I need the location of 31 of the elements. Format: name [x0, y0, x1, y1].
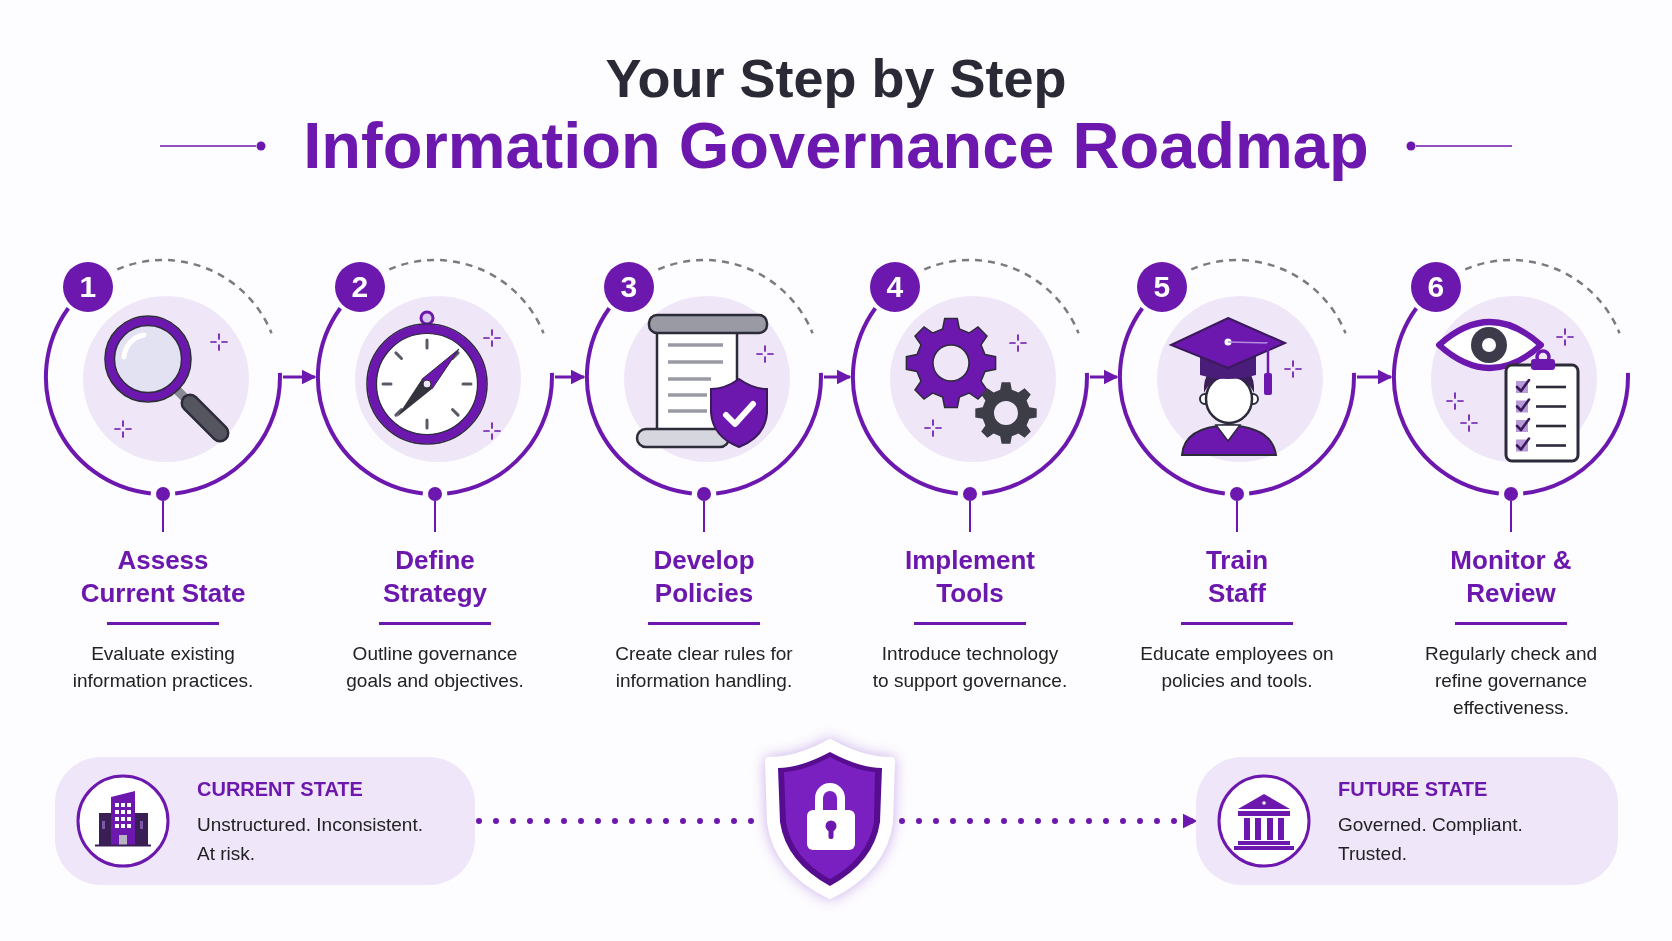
arrow [1090, 369, 1119, 385]
step-number: 6 [1410, 262, 1461, 313]
step-title: Train Staff [1204, 544, 1270, 610]
step-title: Define Strategy [381, 544, 488, 610]
step-description: Evaluate existing information practices. [71, 642, 255, 693]
step-description: Regularly check and refine governance effectiveness. [1423, 642, 1599, 720]
step-number: 5 [1136, 262, 1187, 313]
step-description: Create clear rules for information handling. [614, 642, 794, 693]
title: Information Governance Roadmap [303, 108, 1369, 183]
arrow [824, 369, 852, 385]
step-number: 4 [869, 262, 920, 313]
card-heading: FUTURE STATE [1338, 777, 1488, 801]
card-text: Unstructured. Inconsistent. At risk. [197, 813, 424, 866]
step-description: Educate employees on policies and tools. [1139, 642, 1335, 693]
step-description: Introduce technology to support governance. [872, 642, 1068, 693]
step-number: 2 [334, 262, 385, 313]
step-number: 3 [603, 262, 654, 313]
card-text: Governed. Compliant. Trusted. [1338, 813, 1524, 866]
card-heading: CURRENT STATE [197, 777, 363, 801]
step-description: Outline governance goals and objectives. [345, 642, 525, 693]
step-title: Implement Tools [904, 544, 1036, 610]
state-card [1196, 757, 1618, 885]
subtitle: Your Step by Step [605, 47, 1067, 109]
step-title: Develop Policies [652, 544, 756, 610]
step-number: 1 [62, 262, 113, 313]
state-card [55, 757, 475, 885]
arrow [283, 369, 317, 385]
arrow [555, 369, 586, 385]
arrow [1357, 369, 1393, 385]
step-title: Monitor & Review [1449, 544, 1573, 610]
step-title: Assess Current State [79, 544, 247, 610]
